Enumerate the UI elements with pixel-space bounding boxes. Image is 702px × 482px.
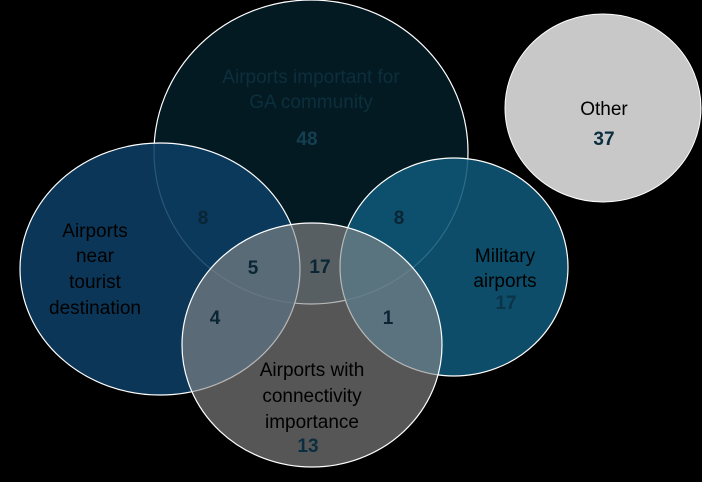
circle-other [504, 13, 702, 203]
ga-count: 48 [296, 129, 317, 150]
tourist-label-line4: destination [49, 298, 141, 319]
connectivity-label-line1: Airports with [260, 360, 365, 381]
intersection-ga-tourist: 8 [198, 208, 209, 229]
circle-connectivity [181, 222, 443, 468]
intersection-ga-tourist-connectivity: 5 [248, 258, 259, 279]
connectivity-count: 13 [297, 436, 318, 457]
military-label-line2: airports [473, 271, 536, 292]
tourist-label-line1: Airports [62, 221, 127, 242]
tourist-label-line3: tourist [69, 272, 121, 293]
military-count: 17 [495, 293, 516, 314]
intersection-ga-connectivity: 17 [309, 257, 330, 278]
military-label-line1: Military [475, 246, 536, 267]
intersection-tourist-connectivity: 4 [210, 308, 221, 329]
other-label: Other [580, 99, 628, 120]
intersection-ga-military: 8 [394, 208, 405, 229]
intersection-military-connectivity: 1 [383, 308, 394, 329]
connectivity-label-line3: importance [265, 412, 359, 433]
connectivity-label-line2: connectivity [262, 386, 362, 407]
ga-label-line1: Airports important for [222, 67, 400, 88]
tourist-label-line2: near [76, 246, 115, 267]
other-count: 37 [593, 129, 614, 150]
ga-label-line2: GA community [249, 92, 373, 113]
